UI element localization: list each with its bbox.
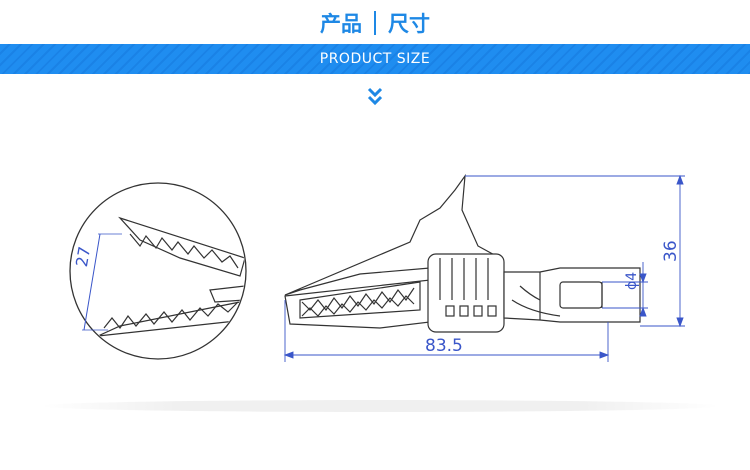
clip-dimension-drawing: 27 83.5 36 ϕ4 bbox=[0, 150, 750, 430]
jaw-detail-view bbox=[69, 182, 247, 360]
section-title: 产品 尺寸 bbox=[0, 8, 750, 38]
section-title-size: 尺寸 bbox=[388, 12, 430, 36]
floor-shadow bbox=[40, 400, 720, 412]
dimension-label-27: 27 bbox=[72, 244, 95, 269]
dimension-label-diameter-4: ϕ4 bbox=[624, 271, 640, 290]
banner-subtitle: PRODUCT SIZE bbox=[319, 51, 431, 67]
title-separator bbox=[374, 11, 376, 35]
dimension-label-36: 36 bbox=[661, 240, 681, 262]
dimension-lines bbox=[283, 174, 685, 362]
technical-drawing bbox=[69, 173, 685, 362]
dimension-label-83-5: 83.5 bbox=[425, 336, 463, 356]
section-banner: PRODUCT SIZE bbox=[0, 44, 750, 74]
clip-side-view bbox=[284, 173, 641, 333]
chevron-down-icon bbox=[367, 87, 383, 106]
section-title-product: 产品 bbox=[320, 12, 362, 36]
